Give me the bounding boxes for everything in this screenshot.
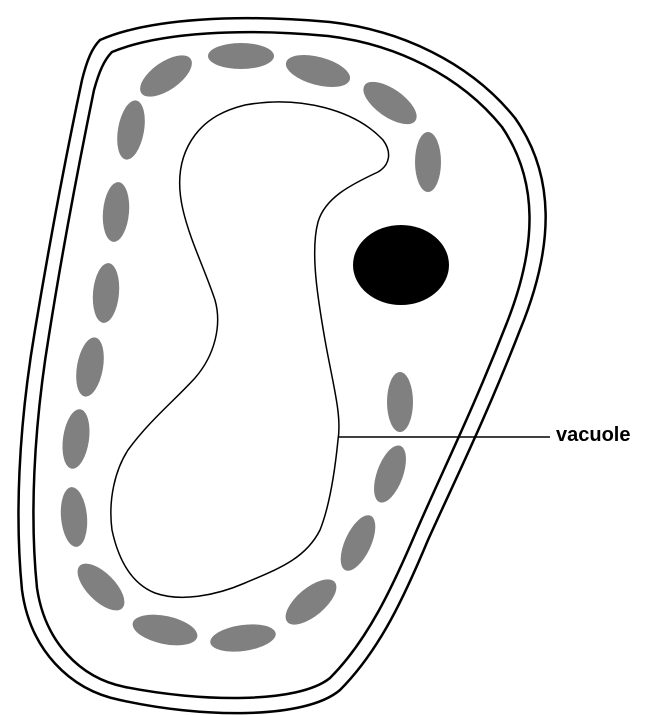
chloroplast bbox=[278, 571, 343, 632]
chloroplast bbox=[59, 407, 93, 470]
chloroplast bbox=[130, 609, 200, 650]
chloroplast bbox=[334, 510, 383, 575]
chloroplast bbox=[100, 181, 131, 243]
chloroplast bbox=[113, 98, 149, 162]
chloroplast bbox=[387, 372, 413, 432]
chloroplast bbox=[72, 335, 108, 399]
vacuole-label: vacuole bbox=[556, 424, 630, 447]
chloroplast bbox=[368, 441, 413, 506]
chloroplast bbox=[90, 262, 121, 324]
chloroplast bbox=[208, 43, 274, 69]
chloroplast bbox=[357, 74, 424, 132]
chloroplast bbox=[70, 556, 132, 618]
chloroplast bbox=[133, 47, 198, 104]
vacuole bbox=[111, 102, 389, 597]
nucleus bbox=[353, 225, 449, 305]
chloroplast bbox=[415, 132, 441, 192]
chloroplast bbox=[58, 486, 89, 548]
chloroplast bbox=[209, 621, 278, 656]
chloroplast bbox=[283, 49, 354, 93]
